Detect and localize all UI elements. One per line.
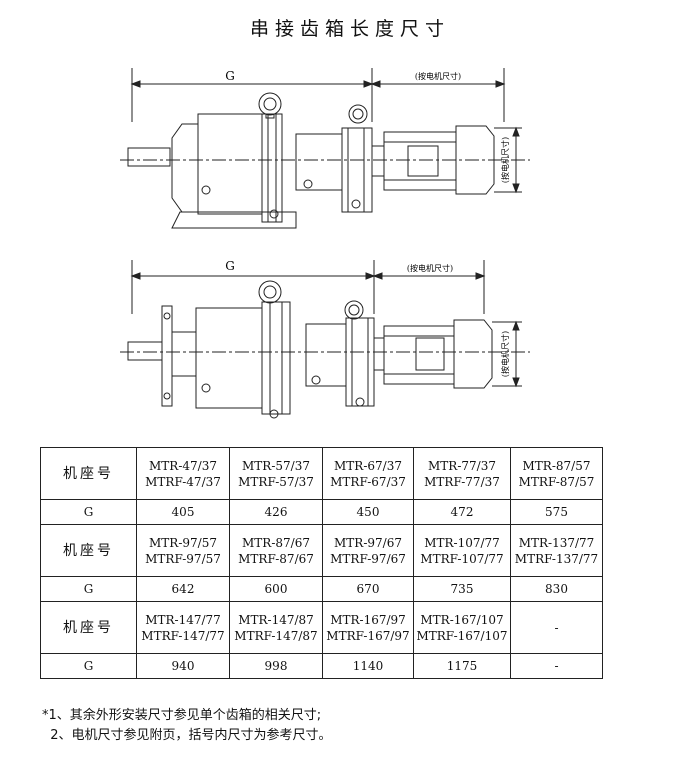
g-value-cell: 472 bbox=[413, 499, 511, 525]
model-name: MTRF-47/37 bbox=[145, 474, 221, 489]
header-label-cell: 机座号 bbox=[40, 447, 137, 500]
model-name: MTRF-87/57 bbox=[518, 474, 595, 489]
model-name: MTRF-87/67 bbox=[238, 551, 314, 566]
g-label-cell: G bbox=[40, 653, 137, 679]
model-name: MTRF-147/87 bbox=[234, 628, 318, 643]
model-name: MTRF-97/57 bbox=[145, 551, 221, 566]
g-value-cell: 1140 bbox=[322, 653, 414, 679]
header-label-cell: 机座号 bbox=[40, 524, 137, 577]
model-name: MTRF-137/77 bbox=[514, 551, 599, 566]
motor-height-label-2: (按电机尺寸) bbox=[500, 331, 510, 377]
model-name: MTRF-107/77 bbox=[420, 551, 504, 566]
g-value-cell: 735 bbox=[413, 576, 511, 602]
model-name: MTR-87/57 bbox=[522, 458, 591, 473]
gearbox-drawing-flange-mounted: G (按电机尺寸) (按电机尺寸) bbox=[120, 259, 530, 419]
model-name: MTR-137/77 bbox=[518, 535, 595, 550]
model-name: MTR-67/37 bbox=[334, 458, 402, 473]
model-name: MTR-167/107 bbox=[420, 612, 504, 627]
model-name: MTRF-77/37 bbox=[424, 474, 500, 489]
model-name: MTR-57/37 bbox=[242, 458, 310, 473]
gearbox-drawing-foot-mounted: G (按电机尺寸) (按电机尺寸) bbox=[120, 68, 530, 229]
model-name: - bbox=[554, 620, 559, 635]
g-value-cell: 426 bbox=[229, 499, 323, 525]
model-name: MTR-167/97 bbox=[330, 612, 406, 627]
model-name: MTRF-167/97 bbox=[326, 628, 410, 643]
header-label-cell: 机座号 bbox=[40, 601, 137, 654]
motor-length-label: (按电机尺寸) bbox=[415, 71, 461, 81]
g-value-cell: 450 bbox=[322, 499, 414, 525]
model-name: MTR-147/87 bbox=[238, 612, 314, 627]
motor-length-label-2: (按电机尺寸) bbox=[407, 263, 453, 273]
model-name: MTR-77/37 bbox=[428, 458, 496, 473]
model-name: MTRF-67/37 bbox=[330, 474, 406, 489]
note-1: *1、其余外形安装尺寸参见单个齿箱的相关尺寸; bbox=[42, 708, 322, 723]
g-value-cell: 1175 bbox=[413, 653, 511, 679]
model-name: MTRF-97/67 bbox=[330, 551, 406, 566]
note-2: 2、电机尺寸参见附页，括号内尺寸为参考尺寸。 bbox=[42, 728, 332, 743]
g-value-cell: 575 bbox=[510, 499, 603, 525]
model-name: MTR-147/77 bbox=[145, 612, 221, 627]
g-value-cell: 405 bbox=[136, 499, 230, 525]
model-cell: - bbox=[510, 601, 603, 654]
model-name: MTR-47/37 bbox=[149, 458, 217, 473]
g-value-cell: 642 bbox=[136, 576, 230, 602]
g-value-cell: 670 bbox=[322, 576, 414, 602]
page-title: 串接齿箱长度尺寸 bbox=[249, 18, 450, 40]
g-value-cell: - bbox=[510, 653, 603, 679]
model-name: MTRF-147/77 bbox=[141, 628, 225, 643]
model-name: MTRF-57/37 bbox=[238, 474, 314, 489]
g-value-cell: 600 bbox=[229, 576, 323, 602]
model-name: MTRF-167/107 bbox=[416, 628, 508, 643]
g-value-cell: 940 bbox=[136, 653, 230, 679]
dimension-g-label: G bbox=[225, 69, 235, 83]
g-label-cell: G bbox=[40, 499, 137, 525]
g-value-cell: 998 bbox=[229, 653, 323, 679]
g-label-cell: G bbox=[40, 576, 137, 602]
model-name: MTR-87/67 bbox=[242, 535, 310, 550]
dimension-g-label-2: G bbox=[225, 259, 235, 273]
motor-height-label: (按电机尺寸) bbox=[500, 137, 510, 183]
model-name: MTR-107/77 bbox=[424, 535, 500, 550]
notes: *1、其余外形安装尺寸参见单个齿箱的相关尺寸; 2、电机尺寸参见附页，括号内尺寸… bbox=[42, 706, 332, 746]
model-name: MTR-97/57 bbox=[149, 535, 217, 550]
model-name: MTR-97/67 bbox=[334, 535, 402, 550]
g-value-cell: 830 bbox=[510, 576, 603, 602]
